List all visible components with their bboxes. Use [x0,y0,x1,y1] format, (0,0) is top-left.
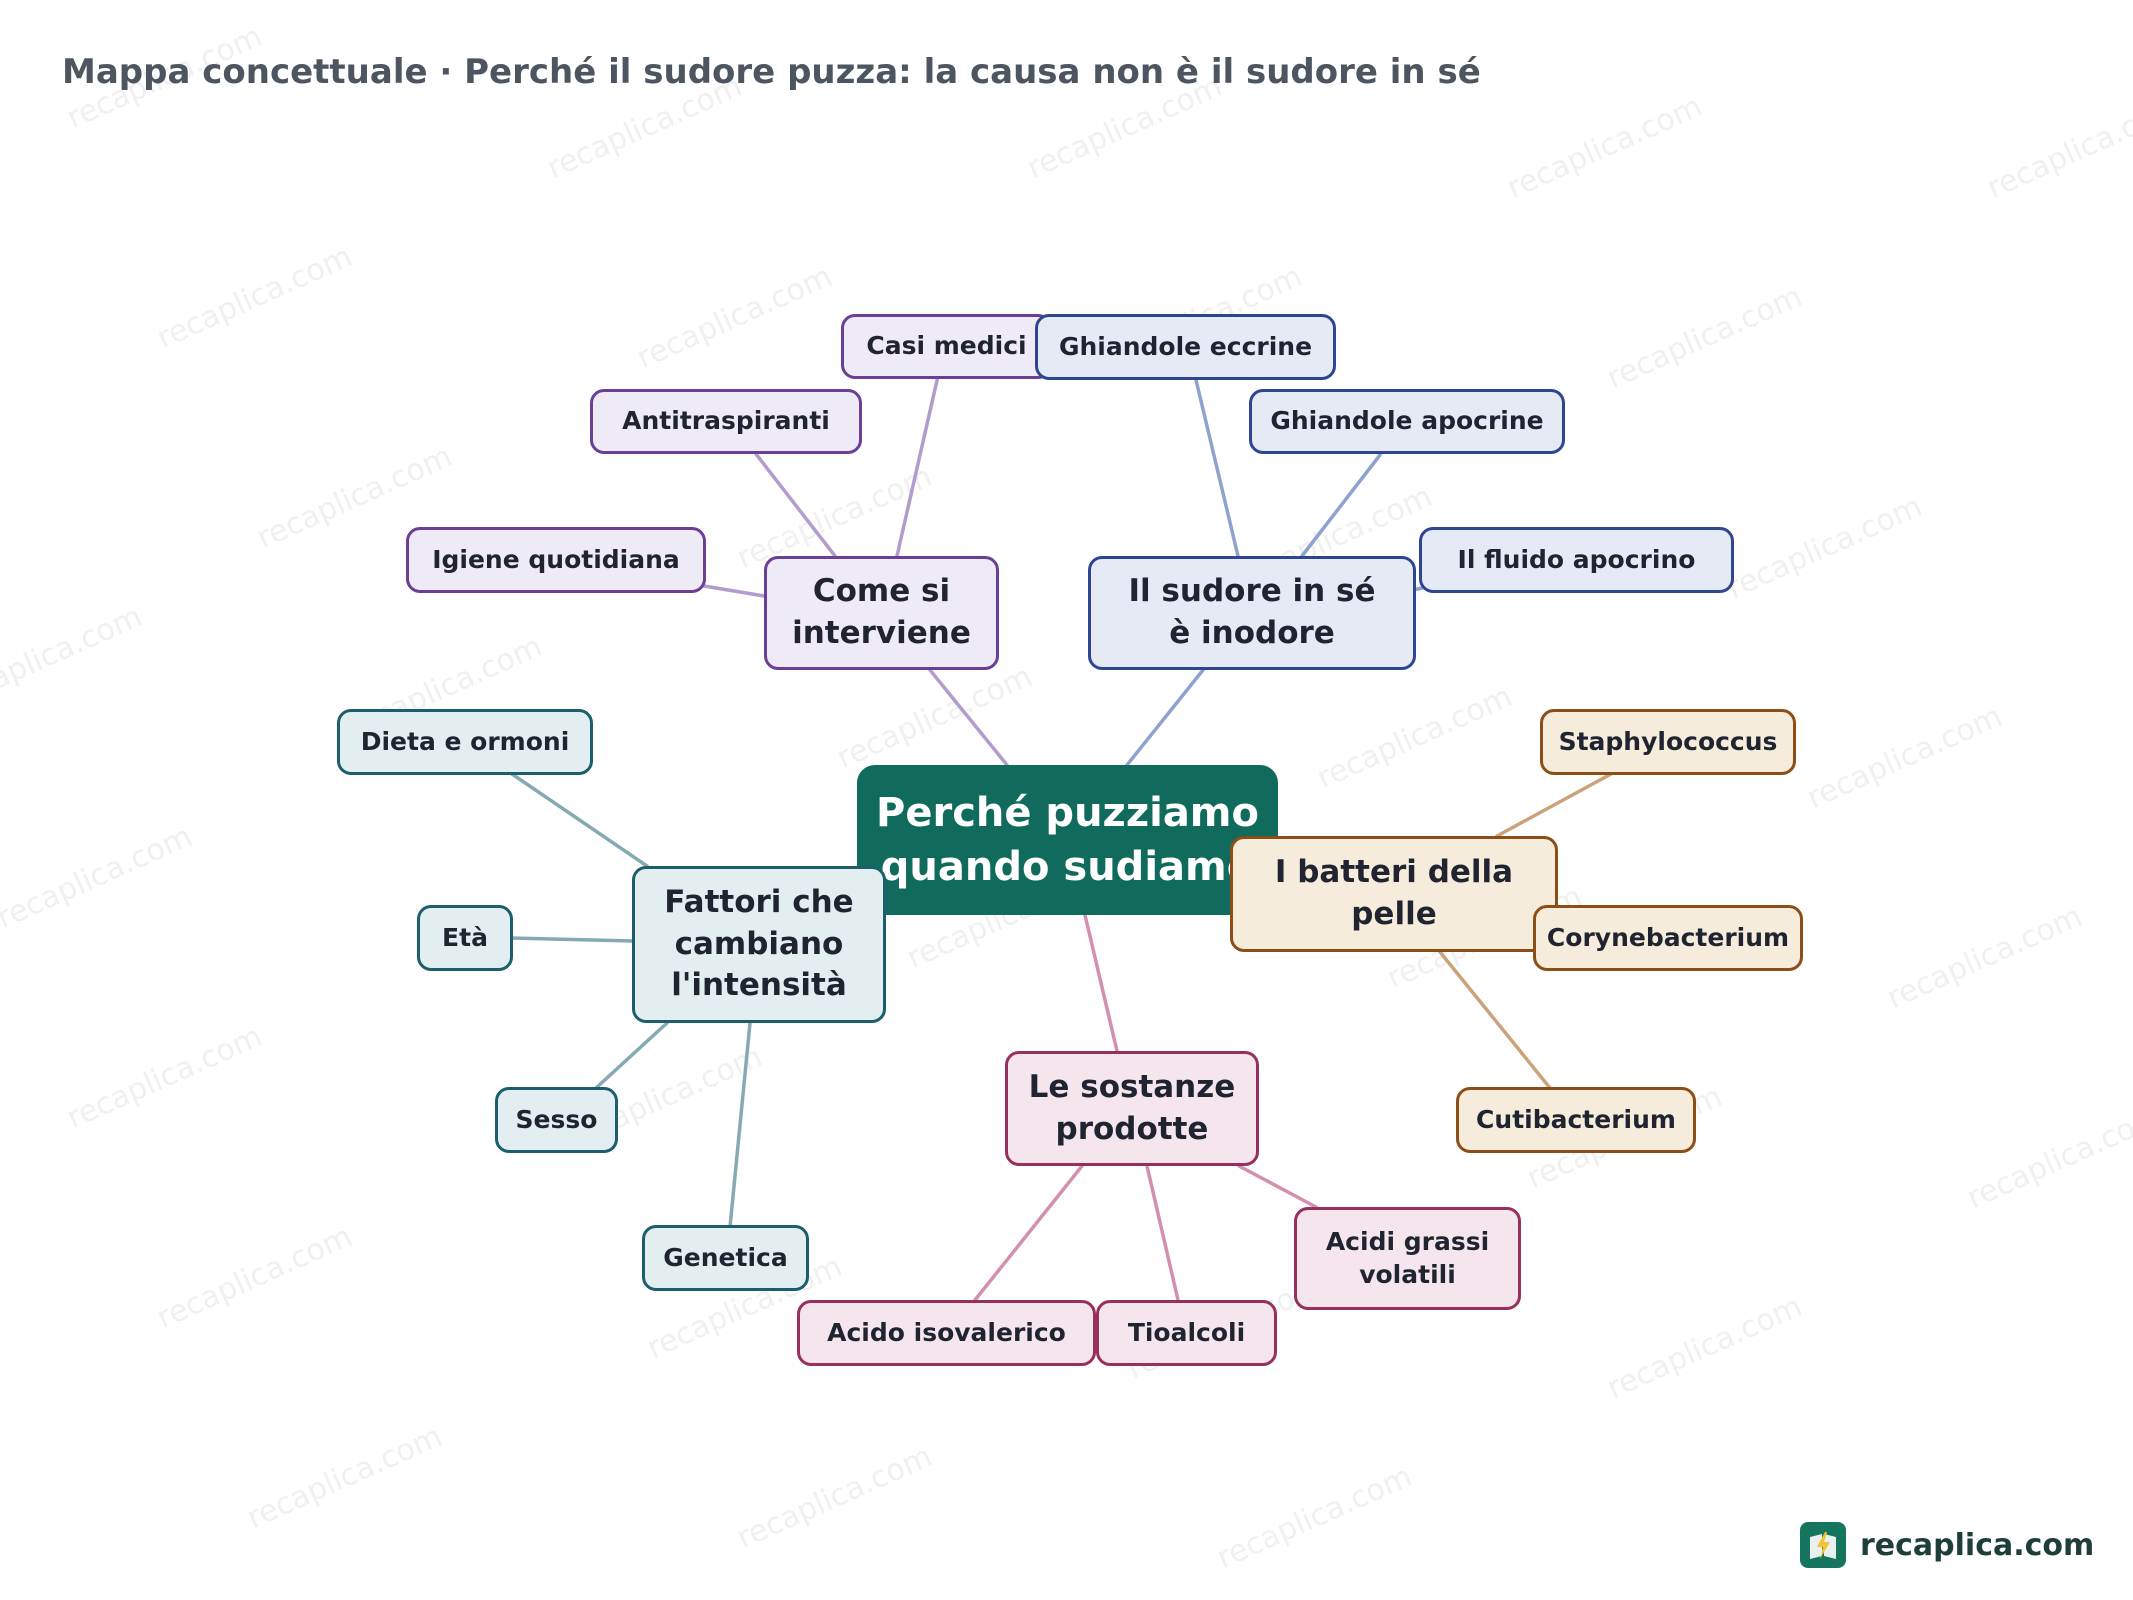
branch-label-line-2: cambiano [674,925,844,962]
leaf-eta[interactable]: Età [417,905,513,971]
leaf-sesso[interactable]: Sesso [495,1087,618,1153]
branch-label-line-2: è inodore [1169,615,1335,651]
edge-center-come-si-interviene [928,668,1009,767]
branch-sostanze-prodotte[interactable]: Le sostanze prodotte [1005,1051,1259,1166]
leaf-cutibacterium[interactable]: Cutibacterium [1456,1087,1696,1153]
edge-interviene-casi-medici [895,374,940,558]
edge-inodore-apocrine [1300,453,1382,558]
page-title: Mappa concettuale · Perché il sudore puz… [62,52,1481,92]
leaf-acidi-grassi-volatili[interactable]: Acidi grassi volatili [1294,1207,1521,1310]
leaf-staphylococcus[interactable]: Staphylococcus [1540,709,1796,775]
branch-label-line-1: Le sostanze [1028,1068,1236,1105]
branch-label-line-2: pelle [1351,896,1437,932]
leaf-dieta-ormoni[interactable]: Dieta e ormoni [337,709,593,775]
leaf-ghiandole-eccrine[interactable]: Ghiandole eccrine [1035,314,1336,380]
central-node-line-2: quando sudiamo [880,844,1255,890]
branch-fattori-intensita[interactable]: Fattori che cambiano l'intensità [632,866,886,1023]
branch-label-line-3: l'intensità [671,967,847,1004]
edge-sostanze-acidi [1237,1164,1318,1209]
branch-label-line-1: Fattori che [664,883,854,920]
leaf-casi-medici[interactable]: Casi medici [841,314,1052,379]
branch-label-line-1: I batteri della [1274,854,1514,891]
branch-label-line-1: Il sudore in sé [1128,573,1376,610]
leaf-tioalcoli[interactable]: Tioalcoli [1096,1300,1277,1366]
branch-label-line-2: prodotte [1055,1110,1209,1147]
central-node[interactable]: Perché puzziamo quando sudiamo [857,765,1278,915]
edge-center-sudore-inodore [1125,668,1205,767]
edge-batteri-cuti [1438,950,1552,1090]
leaf-fluido-apocrino[interactable]: Il fluido apocrino [1419,527,1734,593]
leaf-corynebacterium[interactable]: Corynebacterium [1533,905,1803,971]
edge-sostanze-isovalerico [973,1164,1084,1302]
edge-sostanze-tioalcoli [1145,1164,1180,1302]
edge-fattori-eta [509,936,635,943]
branch-batteri-pelle[interactable]: I batteri della pelle [1230,836,1558,952]
edge-inodore-eccrine [1194,378,1240,558]
edge-center-sostanze [1083,913,1119,1053]
branch-label-line-2: interviene [792,615,971,651]
central-node-line-1: Perché puzziamo [876,790,1259,836]
edge-fattori-genetica [728,1021,752,1229]
leaf-ghiandole-apocrine[interactable]: Ghiandole apocrine [1249,389,1565,454]
branch-come-si-interviene[interactable]: Come si interviene [764,556,999,670]
branch-label-line-1: Come si [812,573,951,610]
edge-interviene-igiene [702,584,766,598]
leaf-igiene-quotidiana[interactable]: Igiene quotidiana [406,527,706,593]
leaf-acido-isovalerico[interactable]: Acido isovalerico [797,1300,1096,1366]
brand-logo[interactable]: recaplica.com [1800,1522,2094,1568]
edge-fattori-sesso [594,1021,669,1090]
book-lightning-icon [1800,1522,1846,1568]
edge-fattori-dieta [510,772,649,868]
branch-sudore-inodore[interactable]: Il sudore in sé è inodore [1088,556,1416,670]
leaf-label-line-1: Acidi grassi [1325,1227,1490,1256]
leaf-antitraspiranti[interactable]: Antitraspiranti [590,389,862,454]
leaf-label-line-2: volatili [1359,1259,1456,1289]
logo-text: recaplica.com [1860,1527,2095,1563]
edge-interviene-antitraspiranti [754,452,837,558]
edge-batteri-staph [1495,772,1613,838]
leaf-genetica[interactable]: Genetica [642,1225,809,1291]
